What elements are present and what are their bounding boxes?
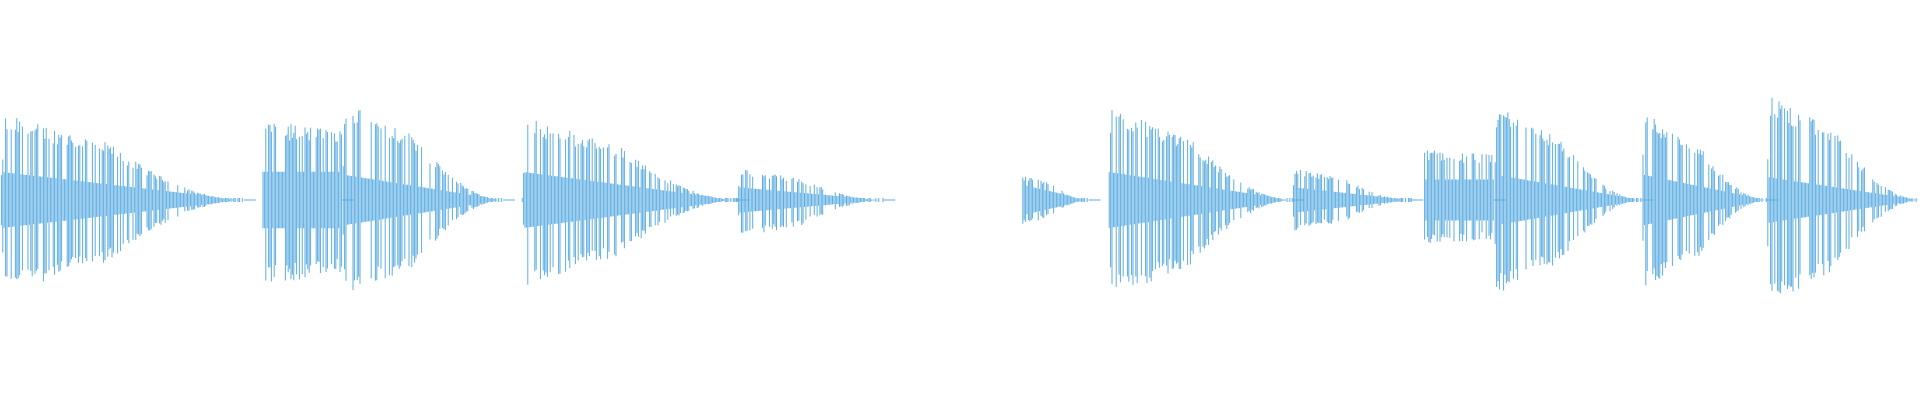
waveform-segment-s4 [521,120,737,285]
waveform-segment-s9 [1424,150,1494,243]
waveform-samples [0,97,1919,294]
waveform-segment-s11 [1642,117,1767,286]
waveform-segment-s5 [736,170,884,233]
waveform-segment-s12 [1767,97,1919,294]
waveform-segment-s6 [1022,176,1088,224]
waveform-segment-s7 [1108,110,1291,287]
waveform-segment-s2 [262,123,342,282]
waveform-segment-s10 [1494,112,1642,291]
waveform-segment-s3 [342,110,502,291]
waveform-segment-s8 [1291,170,1412,231]
waveform-segment-s1 [0,118,243,282]
